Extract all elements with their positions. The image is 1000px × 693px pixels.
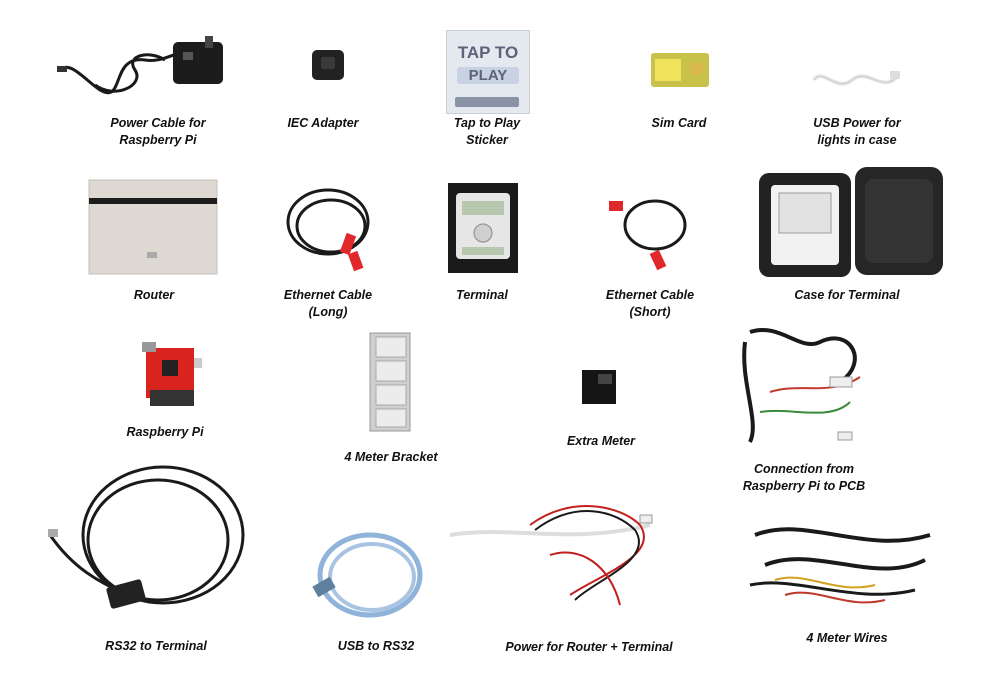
rs32-terminal-image [48, 465, 245, 609]
meter-bracket-image [369, 332, 411, 432]
caption-iec-adapter: IEC Adapter [287, 116, 359, 130]
caption-ethernet-long: Ethernet Cable(Long) [283, 288, 373, 319]
terminal-image [448, 183, 518, 273]
raspberry-pi-image [142, 342, 202, 406]
sim-card-image [651, 53, 709, 87]
tap-to-play-sticker-image: TAP TO PLAY [446, 30, 530, 114]
usb-power-image [812, 71, 900, 86]
caption-case-terminal: Case for Terminal [794, 288, 900, 302]
ethernet-long-image [286, 188, 370, 272]
power-router-terminal-image [449, 505, 653, 606]
iec-adapter-image [312, 50, 344, 80]
caption-raspberry-pi: Raspberry Pi [126, 425, 204, 439]
sticker-text-tap: TAP TO [457, 43, 519, 62]
sticker-text-play: PLAY [457, 67, 519, 84]
ethernet-short-image [609, 199, 687, 271]
caption-meter-wires: 4 Meter Wires [806, 631, 888, 645]
caption-terminal: Terminal [456, 288, 508, 302]
router-image [88, 179, 218, 275]
caption-sim-card: Sim Card [651, 116, 707, 130]
caption-router: Router [133, 288, 175, 302]
usb-rs32-image [312, 532, 423, 618]
meter-wires-image [749, 527, 931, 604]
case-terminal-image [759, 167, 943, 277]
caption-meter-bracket: 4 Meter Bracket [344, 450, 438, 464]
caption-power-router-terminal: Power for Router + Terminal [505, 640, 673, 654]
caption-extra-meter: Extra Meter [566, 434, 636, 448]
caption-rs32-terminal: RS32 to Terminal [105, 639, 207, 653]
caption-usb-rs32: USB to RS32 [337, 639, 415, 653]
extra-meter-image [582, 370, 616, 404]
power-cable-image [57, 36, 223, 95]
connection-pi-pcb-image [742, 328, 861, 443]
caption-ethernet-short: Ethernet Cable(Short) [605, 288, 695, 319]
